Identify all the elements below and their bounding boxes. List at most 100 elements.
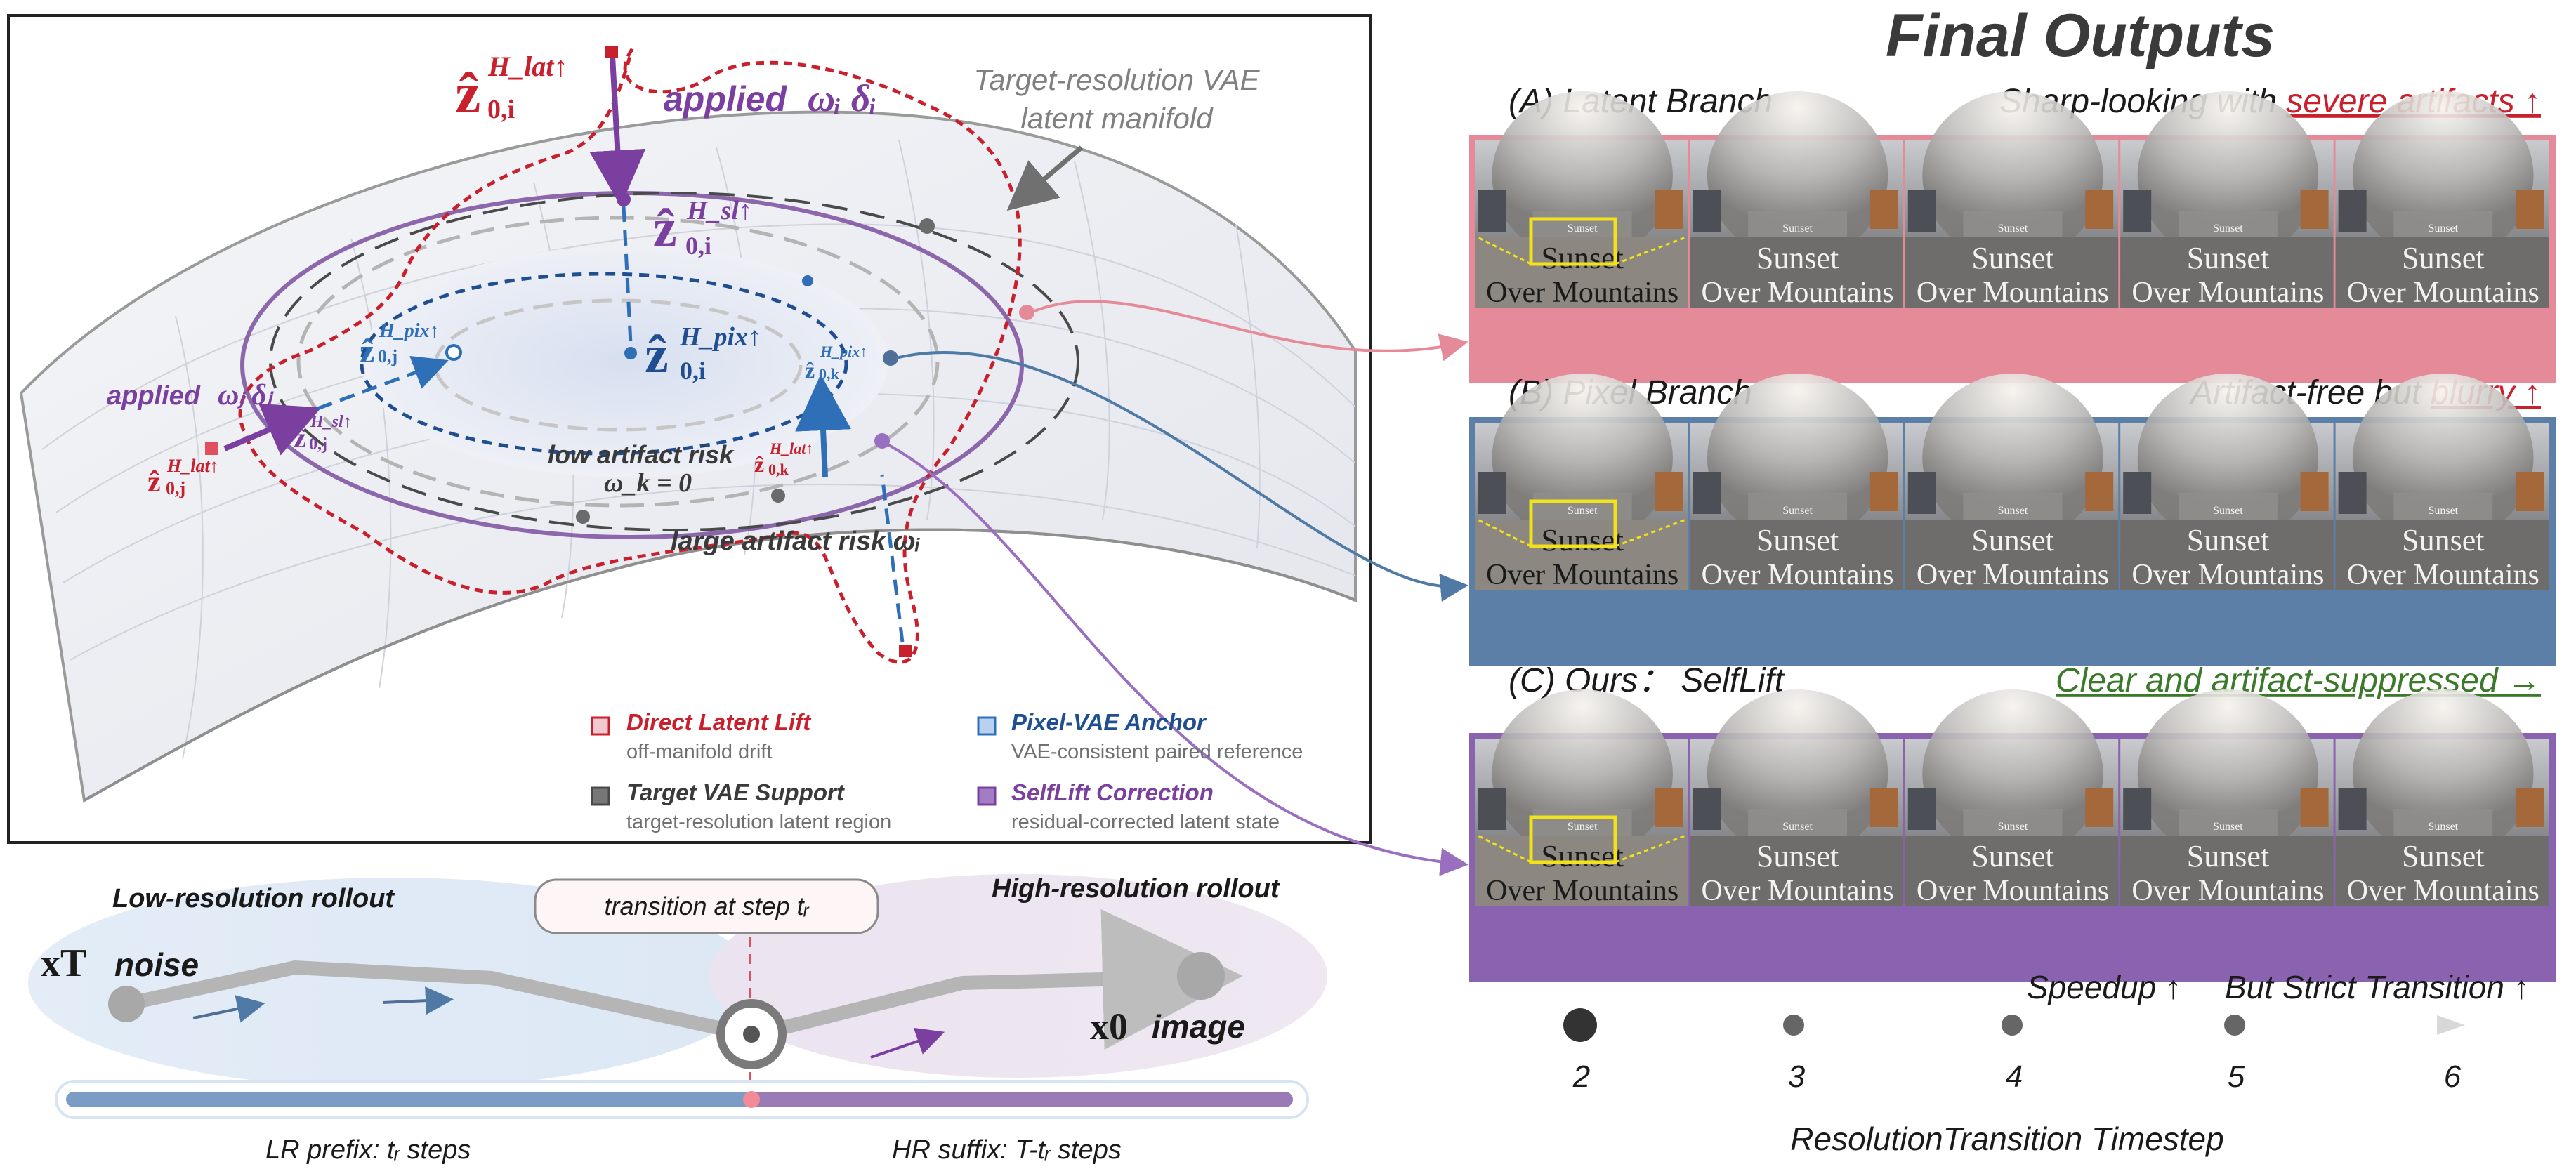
timestep-dot [1563,1008,1597,1042]
zoom-guide-line [1477,834,1532,864]
wall-painting [1869,472,1898,511]
wall-painting [2338,788,2367,830]
wall-painting [2516,472,2544,511]
zoom-strip [1690,237,1903,308]
z-lat-i-symbol: ẑ [455,61,480,125]
z-pix-i-sup: H_pix↑ [679,322,761,352]
legend: Direct Latent Lift off-manifold drift Pi… [591,709,1303,833]
zoom-text-line2: Over Mountains [2347,277,2539,309]
zoom-strip [2335,836,2549,906]
z-lat-j-symbol: ẑ [147,466,161,498]
final-outputs-title: Final Outputs [1886,2,2275,70]
zoom-text-line1: Sunset [2402,523,2484,557]
zoom-guide-line [1615,834,1686,864]
wall-painting [2300,472,2329,511]
zoom-text-line1: Sunset [2187,523,2269,557]
plaque-text: Sunset [1782,821,1813,833]
wall-painting [1869,788,1898,827]
zoom-highlight-box [1529,499,1617,548]
timeline-transition-dot [743,1091,760,1108]
timestep-axis-arrowhead [2437,1015,2465,1035]
wall-painting [1655,788,1683,827]
z-sl-j-symbol: ẑ [294,422,306,454]
legend-title-latent: Direct Latent Lift [626,709,812,735]
image-node [1177,952,1225,1000]
connector-pixel-branch [895,351,1468,602]
zoom-strip [2120,836,2334,906]
timestep-tick: 6 [2444,1059,2462,1094]
zoom-text-line2: Over Mountains [2347,559,2539,591]
wall-painting [1478,472,1506,514]
z-sl-k-point [874,433,890,449]
speedup-label: Speedup ↑ [2027,969,2181,1005]
plaque-text: Sunset [2213,223,2243,235]
z-pix-j-point [445,344,462,361]
wall-painting [1693,472,1721,514]
timestep-dot [1783,1015,1804,1036]
zoom-text-line2: Over Mountains [2347,875,2539,907]
z-sl-i-symbol: ẑ [653,199,677,258]
zoom-text-line1: Sunset [1542,523,1624,557]
z-sl-j-point [292,409,305,422]
hr-suffix-label: HR suffix: T-tᵣ steps [892,1135,1122,1165]
zoom-text-line2: Over Mountains [1486,559,1678,591]
pixel-anchor-ring [360,272,848,456]
zoom-text-line2: Over Mountains [1702,559,1894,591]
latent-branch-anchor-dot [1019,305,1034,320]
latent-lift-boundary [238,48,1022,664]
support-dot [576,510,590,524]
z-sl-i-sup: H_sl↑ [686,196,752,225]
applied-omega-i-arrow [589,55,646,206]
legend-swatch-latent [591,716,610,736]
legend-desc-pixel: VAE-consistent paired reference [1011,741,1303,763]
target-vae-support-boundary [269,192,1079,531]
wall-painting [1907,788,1936,830]
plaque-text: Sunset [2428,505,2458,517]
wall-painting [1478,788,1506,830]
zoom-guide-line [1615,518,1686,548]
zoom-guide-line [1615,236,1686,265]
transition-pill [534,878,879,934]
zoom-strip [1905,836,2119,906]
plaque-text: Sunset [1998,223,2028,235]
lr-flow-arrow [192,995,265,1023]
legend-swatch-selflift [977,786,997,806]
zoom-strip [1905,237,2119,308]
legend-swatch-support [591,786,610,806]
zoom-text-line1: Sunset [1756,839,1839,873]
zoom-text-line1: Sunset [1971,241,2053,275]
manifold-lower-edge [84,528,1356,802]
low-res-title: Low-resolution rollout [112,884,395,913]
wall-painting [2338,472,2367,514]
wall-painting [2516,788,2544,827]
z-pix-i-symbol: ẑ [645,325,669,384]
manifold-grid [41,140,1356,759]
high-res-title: High-resolution rollout [992,874,1280,904]
z-sl-j-sup: H_sl↑ [310,413,352,431]
strict-transition-label: But Strict Transition ↑ [2225,969,2530,1005]
wall-painting [1907,190,1936,232]
zoom-text-line1: Sunset [1542,241,1624,275]
zoom-strip [2335,520,2549,590]
timestep-dot [2224,1015,2245,1036]
z-pix-j-symbol: ẑ [360,333,374,370]
gray-dashed-ring [296,216,940,508]
omega-k-label: ω_k = 0 [604,468,692,498]
plaque-text: Sunset [1568,821,1598,833]
lr-prefix-label: LR prefix: tᵣ steps [265,1135,471,1165]
zoom-text-line1: Sunset [1971,523,2053,557]
timestep-tick: 4 [2006,1059,2023,1094]
timestep-tick: 5 [2228,1059,2245,1094]
applied-omega-j-formula: ωⱼ δⱼ [218,379,275,411]
z-sl-i-point [617,192,631,206]
wall-painting [2085,788,2114,827]
x-t-symbol: xT [41,942,86,985]
inner-gray-ring [433,298,803,432]
connector-latent-branch [1030,300,1468,362]
legend-desc-selflift: residual-corrected latent state [1011,811,1280,833]
wall-painting [2123,788,2152,830]
